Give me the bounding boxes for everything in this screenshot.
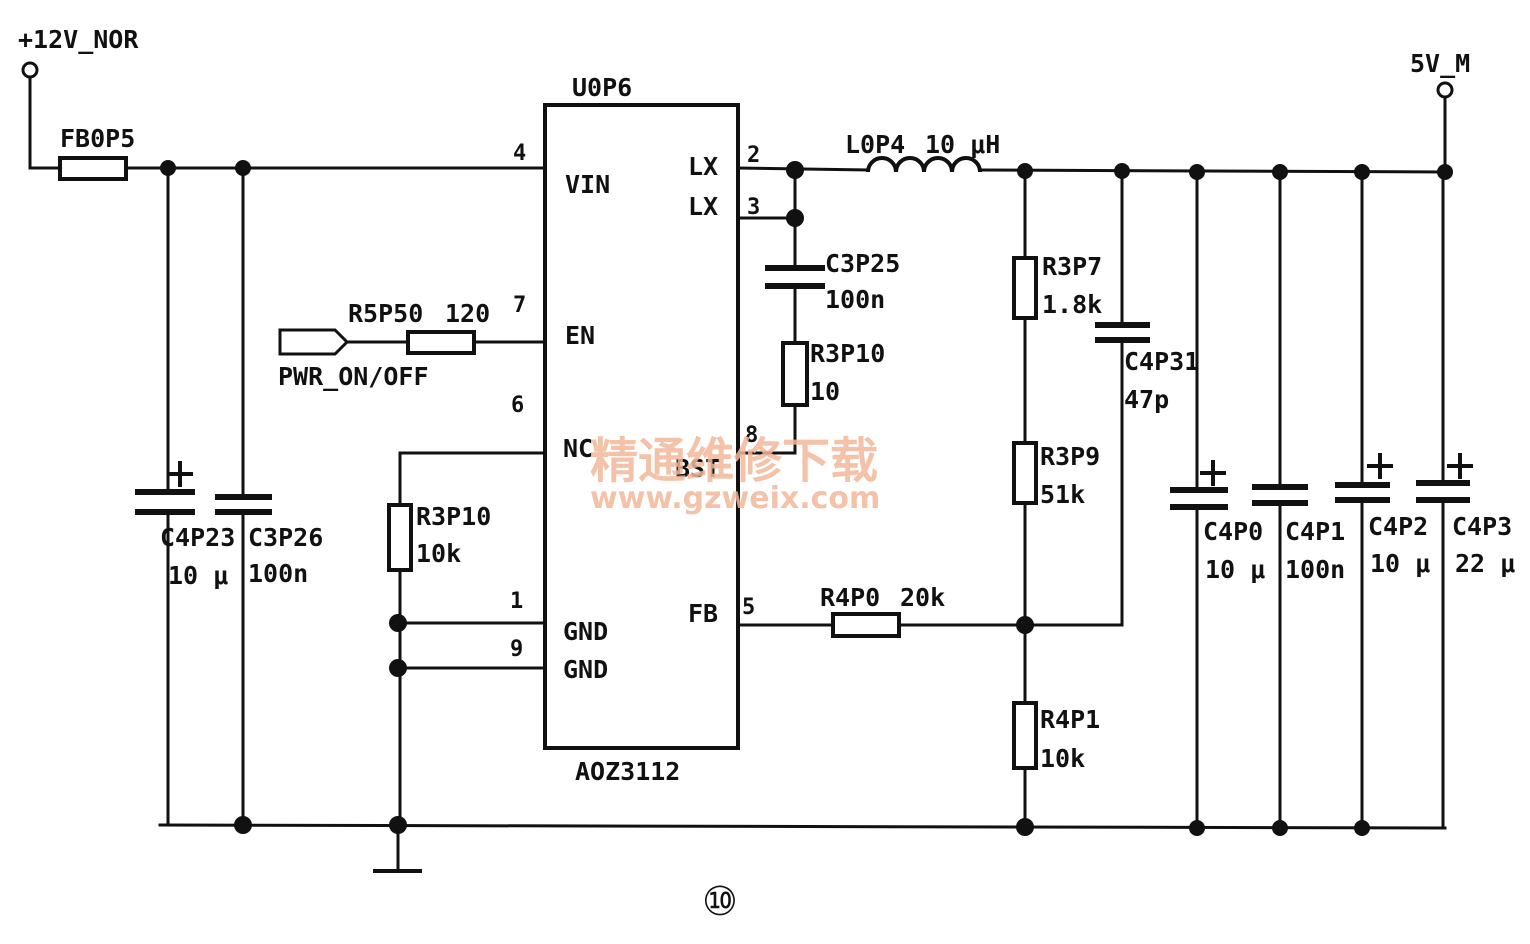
ic-body bbox=[543, 103, 740, 750]
pin-name-gnd-b: GND bbox=[563, 655, 608, 684]
pin-number-en: 7 bbox=[513, 293, 526, 318]
capacitor-c3p26 bbox=[215, 494, 272, 515]
pin-number-nc: 6 bbox=[511, 393, 524, 418]
input-rail-label: +12V_NOR bbox=[18, 25, 139, 54]
pin-name-vin: VIN bbox=[565, 170, 610, 199]
pin-name-lx-a: LX bbox=[688, 152, 718, 181]
resistor-r3p10-bst bbox=[781, 341, 809, 407]
figure-number: ⑩ bbox=[702, 879, 738, 925]
c4p23-value: 10 μ bbox=[168, 561, 228, 590]
capacitor-c3p25 bbox=[765, 265, 825, 289]
inductor-l0p4 bbox=[866, 156, 982, 173]
r5p50-value: 120 bbox=[445, 299, 490, 328]
r4p0-value: 20k bbox=[900, 583, 945, 612]
r3p7-ref: R3P7 bbox=[1042, 252, 1102, 281]
l0p4-ref: L0P4 bbox=[845, 130, 905, 159]
junction-dots bbox=[160, 160, 1453, 836]
capacitor-c4p3 bbox=[1416, 453, 1473, 503]
pin-name-lx-b: LX bbox=[688, 192, 718, 221]
r4p1-ref: R4P1 bbox=[1040, 705, 1100, 734]
r3p9-value: 51k bbox=[1040, 480, 1085, 509]
wires bbox=[28, 76, 1447, 873]
pin-number-lx-a: 2 bbox=[747, 143, 760, 168]
fb0p5-ref: FB0P5 bbox=[60, 124, 135, 153]
pin-name-nc: NC bbox=[563, 434, 593, 463]
output-terminal bbox=[1436, 81, 1454, 99]
r3p10-nc-value: 10k bbox=[416, 539, 461, 568]
c4p31-value: 47p bbox=[1124, 385, 1169, 414]
resistor-r4p0 bbox=[831, 612, 901, 638]
output-rail-label: 5V_M bbox=[1410, 49, 1470, 78]
watermark-chinese: 精通维修下载 bbox=[590, 433, 878, 489]
r4p1-value: 10k bbox=[1040, 744, 1085, 773]
pin-number-vin: 4 bbox=[513, 141, 526, 166]
c3p25-value: 100n bbox=[825, 285, 885, 314]
r3p9-ref: R3P9 bbox=[1040, 442, 1100, 471]
pin-name-fb: FB bbox=[688, 599, 718, 628]
capacitor-c4p31 bbox=[1095, 322, 1150, 343]
r3p10-bst-ref: R3P10 bbox=[810, 339, 885, 368]
pin-number-fb: 5 bbox=[742, 595, 755, 620]
c4p0-value: 10 μ bbox=[1205, 555, 1265, 584]
capacitor-c4p1 bbox=[1252, 484, 1308, 506]
ferrite-bead-fb0p5 bbox=[58, 156, 128, 181]
pin-name-gnd-a: GND bbox=[563, 617, 608, 646]
l0p4-value: 10 μH bbox=[925, 130, 1000, 159]
pwr-on-off-label: PWR_ON/OFF bbox=[278, 362, 429, 391]
ic-part: AOZ3112 bbox=[575, 757, 680, 786]
pwr-on-off-port bbox=[278, 328, 350, 356]
resistor-r3p9 bbox=[1012, 441, 1038, 505]
c4p31-ref: C4P31 bbox=[1124, 347, 1199, 376]
c3p25-ref: C3P25 bbox=[825, 249, 900, 278]
r3p7-value: 1.8k bbox=[1042, 290, 1102, 319]
c3p26-value: 100n bbox=[248, 559, 308, 588]
pin-number-gnd-b: 9 bbox=[510, 637, 523, 662]
r4p0-ref: R4P0 bbox=[820, 583, 880, 612]
c3p26-ref: C3P26 bbox=[248, 523, 323, 552]
resistor-r3p10-nc bbox=[387, 503, 413, 572]
resistor-r4p1 bbox=[1012, 701, 1038, 770]
pin-number-lx-b: 3 bbox=[747, 195, 760, 220]
pin-number-gnd-a: 1 bbox=[510, 589, 523, 614]
c4p1-ref: C4P1 bbox=[1285, 517, 1345, 546]
pin-number-bst: 8 bbox=[745, 423, 758, 448]
r5p50-ref: R5P50 bbox=[348, 299, 423, 328]
r3p10-nc-ref: R3P10 bbox=[416, 502, 491, 531]
c4p23-ref: C4P23 bbox=[160, 523, 235, 552]
c4p2-value: 10 μ bbox=[1370, 549, 1430, 578]
pin-name-bst: BST bbox=[675, 454, 720, 483]
capacitor-c4p0 bbox=[1170, 460, 1228, 510]
c4p3-value: 22 μ bbox=[1455, 549, 1515, 578]
capacitor-c4p2 bbox=[1335, 453, 1393, 503]
resistor-r5p50 bbox=[406, 330, 476, 355]
c4p0-ref: C4P0 bbox=[1203, 517, 1263, 546]
c4p2-ref: C4P2 bbox=[1368, 512, 1428, 541]
watermark-url: www.gzweix.com bbox=[590, 481, 880, 516]
pin-name-en: EN bbox=[565, 321, 595, 350]
ic-ref: U0P6 bbox=[572, 73, 632, 102]
input-terminal bbox=[21, 61, 39, 79]
capacitor-c4p23 bbox=[135, 461, 195, 515]
r3p10-bst-value: 10 bbox=[810, 377, 840, 406]
c4p3-ref: C4P3 bbox=[1452, 512, 1512, 541]
c4p1-value: 100n bbox=[1285, 555, 1345, 584]
resistor-r3p7 bbox=[1012, 256, 1038, 320]
